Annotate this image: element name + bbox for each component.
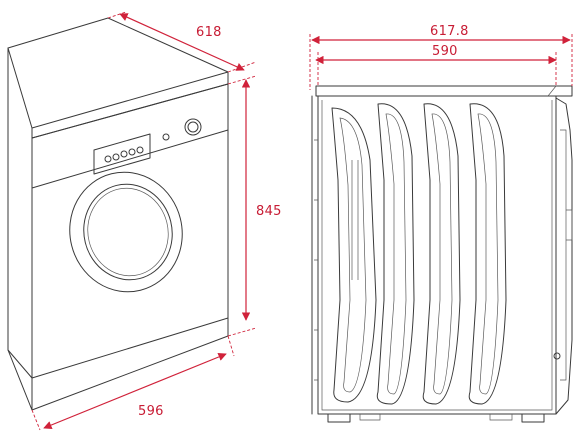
machine-side-face (7, 47, 33, 411)
feet (327, 413, 545, 423)
side-door-profile (555, 97, 573, 415)
program-buttons (104, 146, 144, 163)
side-panel-ribs (331, 103, 507, 405)
dimension-width: 596 (31, 335, 235, 431)
side-body (317, 95, 557, 415)
side-worktop (315, 85, 573, 97)
width-label: 596 (138, 404, 164, 419)
dimension-depth: 618 (107, 11, 257, 73)
machine-top-face (7, 17, 229, 129)
dimension-overall-depth: 617.8 (309, 24, 573, 90)
washing-machine-side-view (311, 85, 573, 423)
dimension-height: 845 (227, 75, 282, 337)
door (69, 171, 183, 293)
machine-worktop-edge (31, 71, 229, 139)
detergent-drawer (93, 133, 151, 175)
machine-plinth-line (31, 317, 229, 379)
washing-machine-3d-view (7, 17, 229, 411)
depth-label: 618 (196, 25, 222, 40)
body-depth-label: 590 (432, 44, 458, 59)
indicator-light (162, 133, 170, 141)
overall-depth-label: 617.8 (430, 24, 469, 39)
dimension-body-depth: 590 (315, 44, 557, 86)
control-panel-divider (31, 129, 229, 189)
program-knob (184, 118, 202, 136)
height-label: 845 (256, 204, 282, 219)
